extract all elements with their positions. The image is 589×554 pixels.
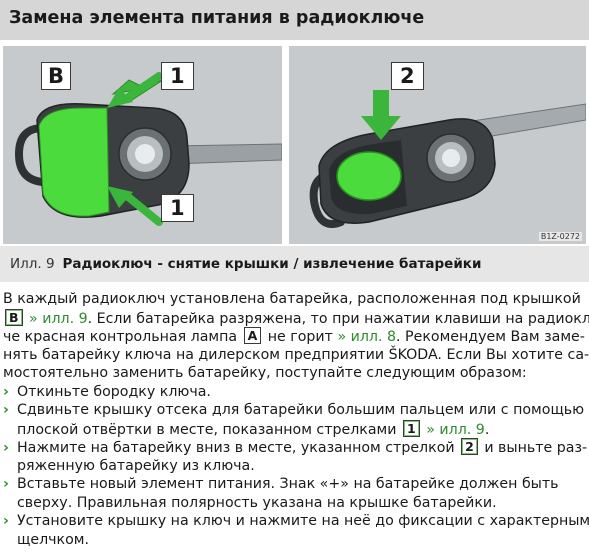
step-2: ›Сдвиньте крышку отсека для батарейки бо… bbox=[3, 402, 585, 418]
figure-code: B1Z-0272 bbox=[538, 232, 582, 241]
intro-line-3: че красная контрольная лампа A не горит … bbox=[3, 327, 585, 345]
tag-a: A bbox=[243, 327, 262, 344]
section-header: Замена элемента питания в радиоключе bbox=[0, 0, 589, 40]
step-5-cont: щелчком. bbox=[17, 531, 90, 548]
caption-number: Илл. 9 bbox=[10, 256, 55, 272]
callout-b: B bbox=[41, 62, 72, 90]
body-text: В каждый радиоключ установлена батарейка… bbox=[3, 290, 589, 549]
illustration: B 1 1 2 B1Z-0272 bbox=[0, 46, 589, 246]
chevron-right-icon: › bbox=[3, 476, 9, 492]
step-2-cont: плоской отвёртки в месте, показанном стр… bbox=[17, 419, 490, 438]
battery-shape bbox=[336, 151, 402, 201]
step-3: ›Нажмите на батарейку вниз в месте, указ… bbox=[3, 438, 588, 456]
chevron-right-icon: › bbox=[3, 440, 9, 456]
callout-2: 2 bbox=[391, 62, 424, 90]
chevron-right-icon: › bbox=[3, 383, 9, 400]
step-4: ›Вставьте новый элемент питания. Знак «+… bbox=[3, 476, 559, 492]
ref-ill-9-step[interactable]: » илл. 9 bbox=[426, 421, 485, 438]
intro-line-4: нять батарейку ключа на дилерском предпр… bbox=[3, 346, 589, 363]
chevron-right-icon: › bbox=[3, 513, 9, 529]
ref-ill-9[interactable]: » илл. 9 bbox=[29, 310, 88, 327]
step-5: ›Установите крышку на ключ и нажмите на … bbox=[3, 513, 589, 529]
intro-line-5: мостоятельно заменить батарейку, поступа… bbox=[3, 365, 527, 381]
step-3-cont: ряженную батарейку из ключа. bbox=[17, 457, 255, 474]
tag-1: 1 bbox=[403, 419, 420, 437]
callout-1-top: 1 bbox=[161, 62, 194, 90]
step-1: ›Откиньте бородку ключа. bbox=[3, 383, 211, 400]
tag-b: B bbox=[5, 308, 23, 326]
chevron-right-icon: › bbox=[3, 402, 9, 418]
section-title: Замена элемента питания в радиоключе bbox=[9, 8, 425, 28]
figure-caption: Илл. 9 Радиоключ - снятие крышки / извлеч… bbox=[0, 246, 589, 282]
intro-line-1: В каждый радиоключ установлена батарейка… bbox=[3, 291, 581, 307]
caption-text: Радиоключ - снятие крышки / извлечение б… bbox=[62, 256, 482, 272]
illustration-panel-right: 2 B1Z-0272 bbox=[289, 46, 586, 244]
tag-2: 2 bbox=[461, 438, 478, 455]
intro-line-2: B » илл. 9. Если батарейка разряжена, то… bbox=[3, 308, 589, 328]
ref-ill-8[interactable]: » илл. 8 bbox=[337, 329, 397, 345]
callout-1-bottom: 1 bbox=[161, 194, 194, 222]
battery-cover-shape bbox=[38, 107, 110, 217]
illustration-panel-left: B 1 1 bbox=[3, 46, 282, 244]
step-4-cont: сверху. Правильная полярность указана на… bbox=[17, 494, 497, 511]
